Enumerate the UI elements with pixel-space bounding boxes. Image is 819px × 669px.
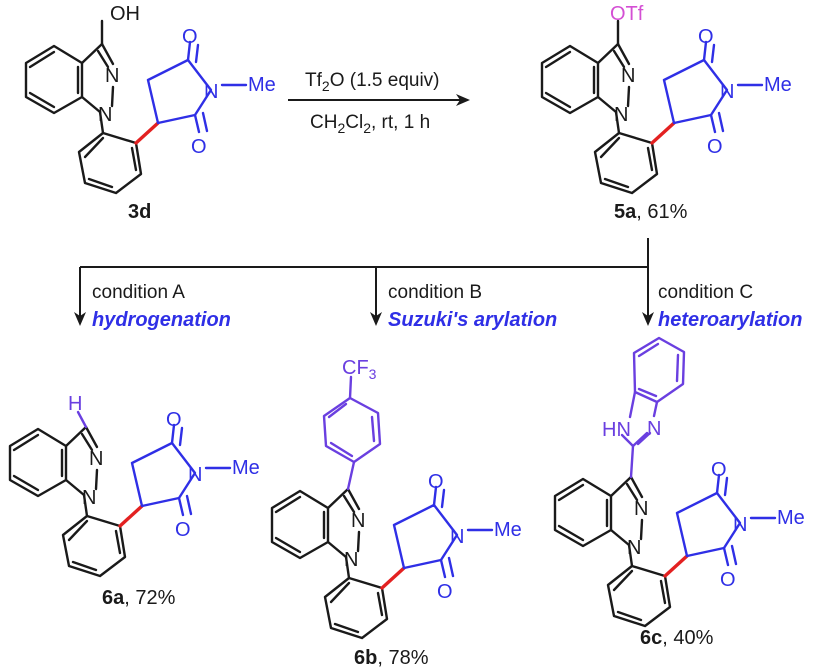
compound-label-3d: 3d [128, 201, 151, 223]
n-atom-label: N [614, 104, 628, 126]
compound-label-6a: 6a, 72% [102, 587, 176, 609]
methyl-label: Me [764, 74, 792, 96]
methyl-label: Me [232, 457, 260, 479]
step1-arrow [288, 94, 470, 106]
n-atom-label: N [344, 549, 358, 571]
imide-n-label: N [733, 514, 747, 536]
n-atom-label: N [351, 510, 365, 532]
branch-arrows [74, 238, 654, 326]
o-atom-label: O [711, 459, 727, 481]
reagent-solvent: CH2Cl2, rt, 1 h [310, 112, 430, 136]
n-atom-label: N [105, 65, 119, 87]
compound-label-6b: 6b, 78% [354, 647, 429, 669]
imide-n-label: N [204, 81, 218, 103]
compound-3d: OH N N O N Me O [24, 3, 276, 195]
o-atom-label: O [437, 581, 453, 603]
hydrogen-label: H [68, 393, 82, 415]
n-atom-label: N [89, 448, 103, 470]
methyl-label: Me [248, 74, 276, 96]
condition-a-label: condition A [92, 282, 185, 303]
compound-5a: OTf N N O N Me O [540, 3, 792, 195]
imide-n-label: N [720, 81, 734, 103]
reagent-tf2o: Tf2O (1.5 equiv) [305, 70, 440, 94]
n-atom-label: N [634, 498, 648, 520]
o-atom-label: O [182, 26, 198, 48]
imide-n-label: N [450, 526, 464, 548]
trifluoromethyl-label: CF3 [342, 357, 377, 382]
n-atom-label: N [82, 487, 96, 509]
compound-6a: H N N O N Me O [8, 393, 260, 578]
compound-label-5a: 5a, 61% [614, 201, 688, 223]
methyl-label: Me [494, 519, 522, 541]
imide-n-label: N [188, 464, 202, 486]
o-atom-label: O [166, 409, 182, 431]
o-atom-label: O [720, 569, 736, 591]
hydroxyl-label: OH [110, 3, 140, 25]
n-atom-label: N [621, 65, 635, 87]
compound-label-6c: 6c, 40% [640, 627, 714, 649]
reaction-hydrogenation: hydrogenation [92, 309, 231, 331]
imine-n-label: N [647, 418, 661, 440]
o-atom-label: O [698, 26, 714, 48]
o-atom-label: O [428, 471, 444, 493]
triflate-label: OTf [610, 3, 644, 25]
n-atom-label: N [98, 104, 112, 126]
condition-c-label: condition C [658, 282, 753, 303]
condition-b-label: condition B [388, 282, 482, 303]
o-atom-label: O [707, 136, 723, 158]
n-atom-label: N [627, 537, 641, 559]
o-atom-label: O [191, 136, 207, 158]
reaction-suzuki-arylation: Suzuki's arylation [388, 309, 557, 331]
nh-label: HN [602, 419, 631, 441]
compound-6b: CF3 N N O N Me O [270, 357, 522, 640]
reaction-heteroarylation: heteroarylation [658, 309, 802, 331]
compound-6c: HN N N N O N Me O [553, 336, 805, 628]
methyl-label: Me [777, 507, 805, 529]
o-atom-label: O [175, 519, 191, 541]
